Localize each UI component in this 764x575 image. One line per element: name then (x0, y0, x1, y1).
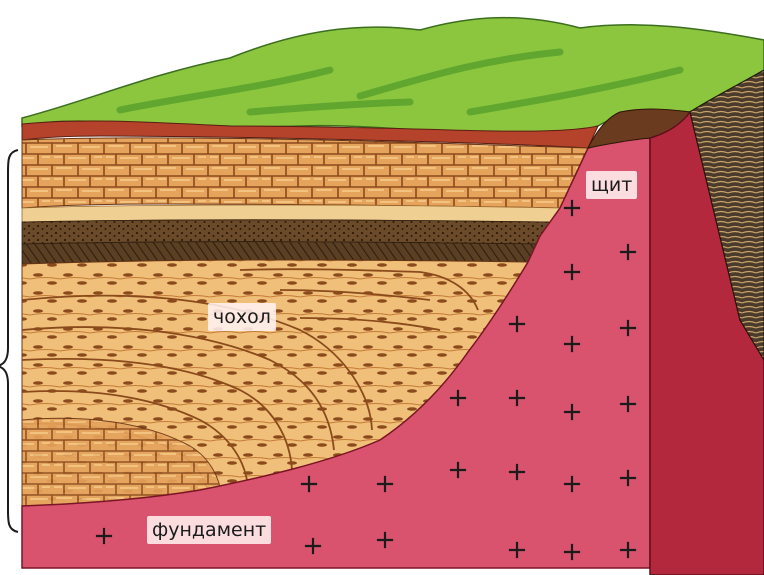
gravel-layer (22, 220, 550, 244)
upper-sandstone-layer (22, 138, 588, 208)
shield-label: щит (586, 171, 637, 199)
sedimentary-cover-label: чохол (208, 303, 276, 331)
left-curly-bracket-icon (0, 150, 18, 532)
basement-label: фундамент (147, 516, 271, 544)
